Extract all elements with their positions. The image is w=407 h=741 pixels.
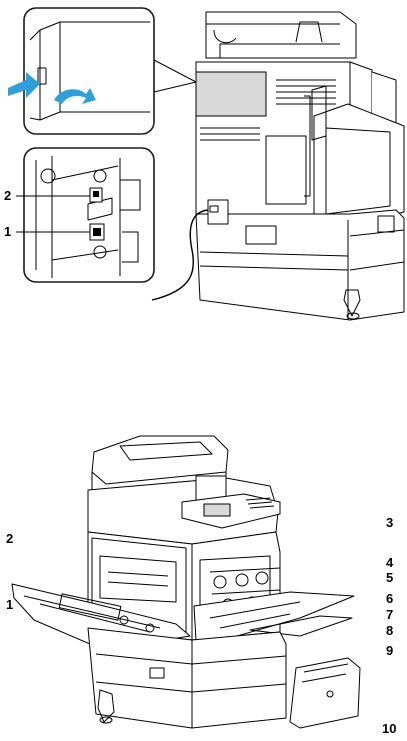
inset-panel-door [24, 8, 154, 134]
callout-3: 3 [386, 516, 393, 529]
callout-2-left: 2 [6, 532, 13, 545]
printer-front-illustration [0, 432, 407, 736]
callout-5: 5 [386, 571, 393, 584]
callout-10: 10 [382, 722, 396, 735]
callout-8: 8 [386, 624, 393, 637]
usb-port-icon [90, 188, 102, 202]
callout-1-top: 1 [4, 225, 11, 238]
printer-rear-illustration [0, 0, 407, 330]
callout-4: 4 [386, 556, 393, 569]
ethernet-port-icon [90, 224, 104, 240]
callout-1-left: 1 [6, 598, 13, 611]
printer-rear-figure: 2 1 [0, 0, 407, 330]
callout-2-top: 2 [4, 189, 11, 202]
callout-6: 6 [386, 592, 393, 605]
callout-9: 9 [386, 644, 393, 657]
printer-front-open-figure: 2 1 3 4 5 6 7 8 9 10 [0, 432, 407, 736]
callout-7: 7 [386, 608, 393, 621]
